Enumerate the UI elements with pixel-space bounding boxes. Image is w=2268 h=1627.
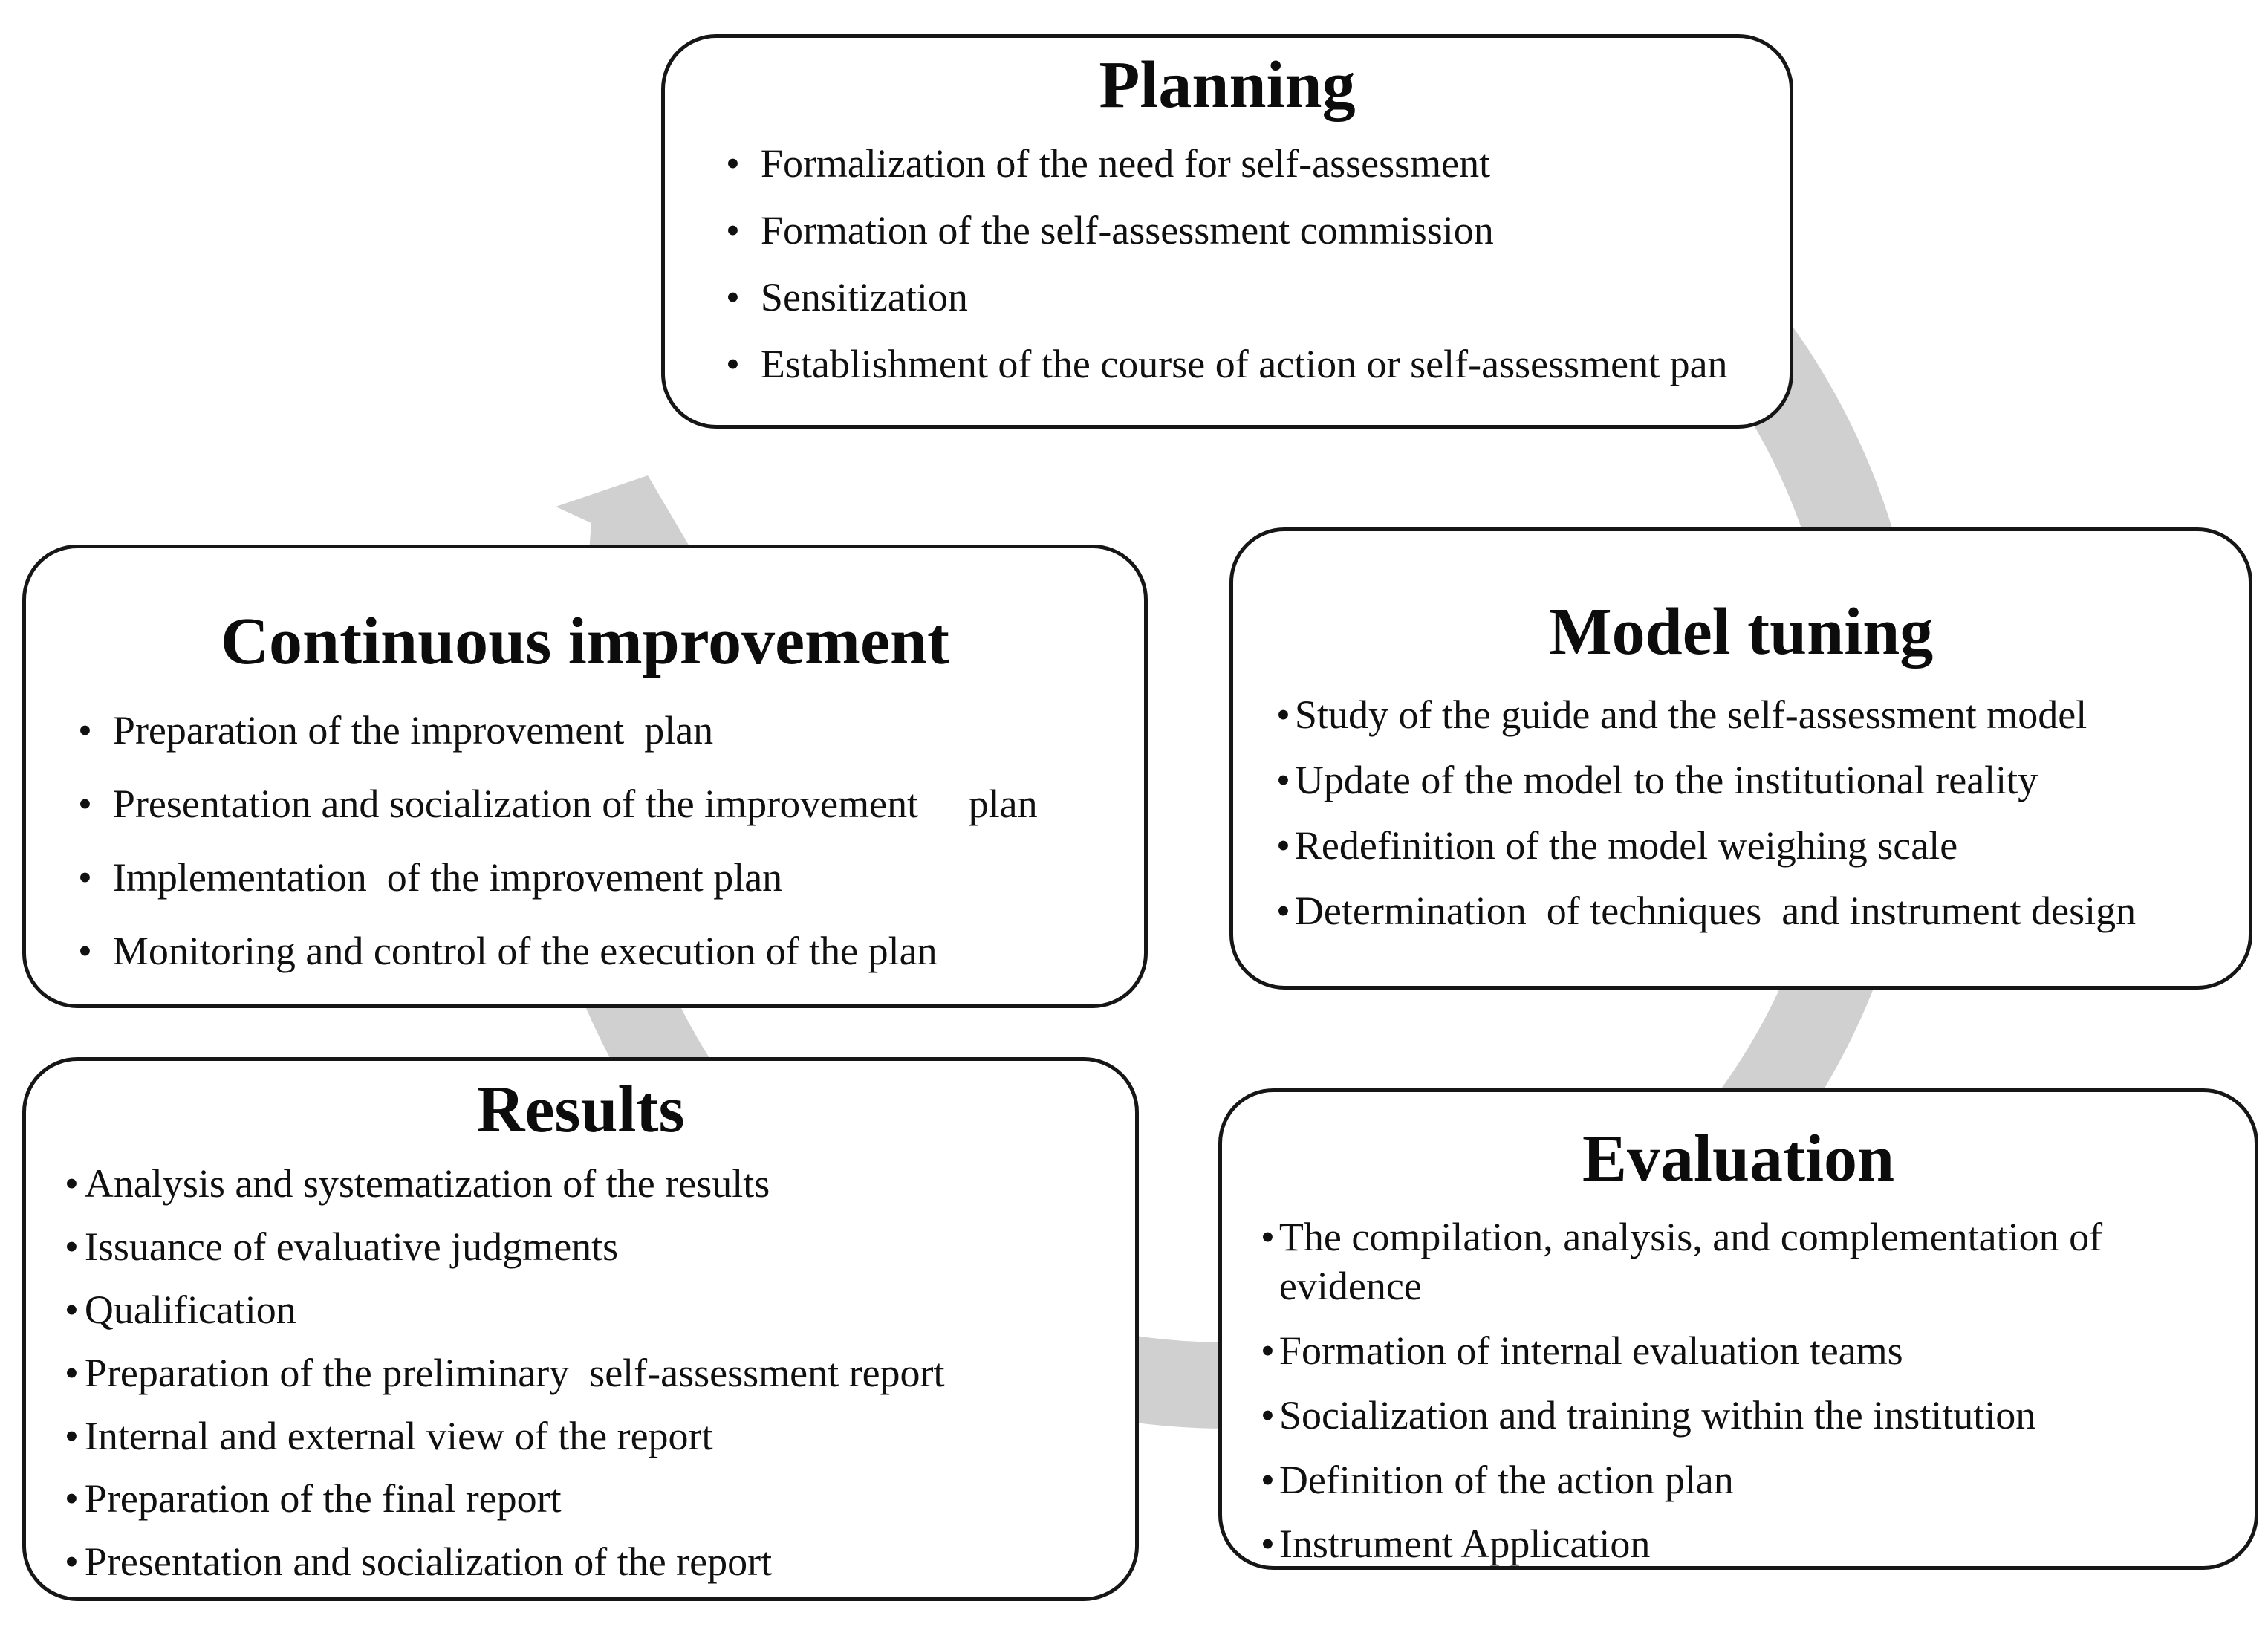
bullet-text: Preparation of the improvement plan: [112, 708, 714, 753]
bullet-icon: •: [65, 1350, 79, 1395]
bullet-icon: •: [726, 141, 740, 186]
bullet-item: • Preparation of the improvement plan: [72, 707, 1098, 756]
bullet-item: •The compilation, analysis, and compleme…: [1261, 1213, 2216, 1311]
bullet-item: •Qualification: [65, 1286, 1096, 1335]
bullet-text: Study of the guide and the self-assessme…: [1294, 692, 2087, 737]
results-title: Results: [476, 1073, 685, 1146]
bullet-icon: •: [65, 1287, 79, 1332]
bullet-icon: •: [78, 781, 92, 826]
bullet-item: • Formation of the self-assessment commis…: [717, 207, 1738, 256]
bullet-text: Formation of the self-assessment commiss…: [760, 207, 1494, 253]
continuous-improvement-bullet-list: • Preparation of the improvement plan • Pre…: [72, 707, 1098, 976]
bullet-icon: •: [65, 1161, 79, 1206]
bullet-icon: •: [65, 1539, 79, 1585]
bullet-text: Sensitization: [760, 274, 968, 319]
bullet-text: Preparation of the final report: [84, 1476, 562, 1522]
bullet-icon: •: [1276, 757, 1290, 802]
bullet-text: Formation of internal evaluation teams: [1278, 1328, 1903, 1373]
bullet-text: Presentation and socialization of the re…: [84, 1539, 773, 1585]
bullet-icon: •: [726, 274, 740, 319]
bullet-icon: •: [1261, 1522, 1275, 1567]
bullet-icon: •: [78, 708, 92, 753]
results-bullet-list: •Analysis and systematization of the res…: [65, 1160, 1096, 1587]
continuous-improvement-box: Continuous improvement • Preparation of t…: [22, 545, 1148, 1008]
bullet-item: •Preparation of the preliminary self-ass…: [65, 1349, 1096, 1398]
cycle-arrowhead-icon: [556, 475, 692, 551]
evaluation-bullet-list: •The compilation, analysis, and compleme…: [1261, 1213, 2216, 1569]
bullet-text: Analysis and systematization of the resu…: [84, 1161, 770, 1206]
bullet-icon: •: [65, 1224, 79, 1269]
bullet-text: Issuance of evaluative judgments: [84, 1224, 619, 1269]
bullet-text: Update of the model to the institutional…: [1294, 757, 2038, 802]
planning-title: Planning: [1099, 48, 1356, 122]
bullet-text: Internal and external view of the report: [84, 1413, 713, 1458]
bullet-item: •Determination of techniques and instrum…: [1276, 887, 2206, 936]
planning-box: Planning • Formalization of the need for …: [661, 34, 1793, 429]
bullet-item: • Sensitization: [717, 273, 1738, 322]
bullet-text: Implementation of the improvement plan: [112, 854, 783, 900]
bullet-item: •Definition of the action plan: [1261, 1456, 2216, 1505]
bullet-text: Definition of the action plan: [1278, 1457, 1734, 1502]
bullet-icon: •: [78, 928, 92, 973]
bullet-item: •Instrument Application: [1261, 1520, 2216, 1569]
bullet-item: •Socialization and training within the i…: [1261, 1391, 2216, 1441]
bullet-icon: •: [65, 1413, 79, 1458]
bullet-text: Presentation and socialization of the im…: [112, 781, 1038, 826]
bullet-icon: •: [1276, 888, 1290, 933]
bullet-icon: •: [1276, 692, 1290, 737]
bullet-item: •Issuance of evaluative judgments: [65, 1223, 1096, 1272]
bullet-item: •Study of the guide and the self-assessm…: [1276, 691, 2206, 740]
bullet-text: The compilation, analysis, and complemen…: [1278, 1215, 2113, 1308]
bullet-item: • Implementation of the improvement plan: [72, 854, 1098, 903]
results-box: Results •Analysis and systematization of…: [22, 1057, 1139, 1601]
evaluation-title: Evaluation: [1582, 1122, 1895, 1195]
bullet-text: Preparation of the preliminary self-asse…: [84, 1350, 945, 1395]
bullet-text: Qualification: [84, 1287, 296, 1332]
bullet-icon: •: [78, 854, 92, 900]
continuous-improvement-title: Continuous improvement: [221, 605, 949, 678]
bullet-icon: •: [726, 207, 740, 253]
bullet-text: Formalization of the need for self-asses…: [760, 141, 1491, 186]
planning-bullet-list: • Formalization of the need for self-asse…: [717, 140, 1738, 389]
bullet-item: • Establishment of the course of action o…: [717, 340, 1738, 389]
bullet-item: •Redefinition of the model weighing scal…: [1276, 822, 2206, 871]
bullet-item: • Monitoring and control of the execution…: [72, 927, 1098, 976]
bullet-icon: •: [1261, 1457, 1275, 1502]
bullet-text: Socialization and training within the in…: [1278, 1392, 2036, 1438]
bullet-item: •Update of the model to the institutiona…: [1276, 756, 2206, 805]
bullet-icon: •: [1261, 1328, 1275, 1373]
bullet-item: •Internal and external view of the repor…: [65, 1412, 1096, 1461]
model-tuning-title: Model tuning: [1548, 595, 1934, 669]
bullet-icon: •: [1276, 822, 1290, 868]
evaluation-box: Evaluation •The compilation, analysis, a…: [1218, 1088, 2258, 1570]
bullet-icon: •: [1261, 1392, 1275, 1438]
bullet-item: •Formation of internal evaluation teams: [1261, 1327, 2216, 1376]
bullet-item: •Presentation and socialization of the r…: [65, 1538, 1096, 1587]
bullet-item: • Presentation and socialization of the i…: [72, 780, 1098, 829]
bullet-item: • Formalization of the need for self-asse…: [717, 140, 1738, 189]
bullet-icon: •: [726, 341, 740, 386]
model-tuning-bullet-list: •Study of the guide and the self-assessm…: [1276, 691, 2206, 936]
bullet-icon: •: [65, 1476, 79, 1522]
model-tuning-box: Model tuning •Study of the guide and the…: [1229, 527, 2252, 990]
bullet-text: Determination of techniques and instrume…: [1294, 888, 2137, 933]
bullet-text: Monitoring and control of the execution …: [112, 928, 938, 973]
bullet-icon: •: [1261, 1215, 1275, 1259]
bullet-text: Establishment of the course of action or…: [760, 341, 1728, 386]
bullet-text: Redefinition of the model weighing scale: [1294, 822, 1958, 868]
bullet-item: •Preparation of the final report: [65, 1475, 1096, 1524]
bullet-item: •Analysis and systematization of the res…: [65, 1160, 1096, 1209]
bullet-text: Instrument Application: [1278, 1522, 1651, 1567]
